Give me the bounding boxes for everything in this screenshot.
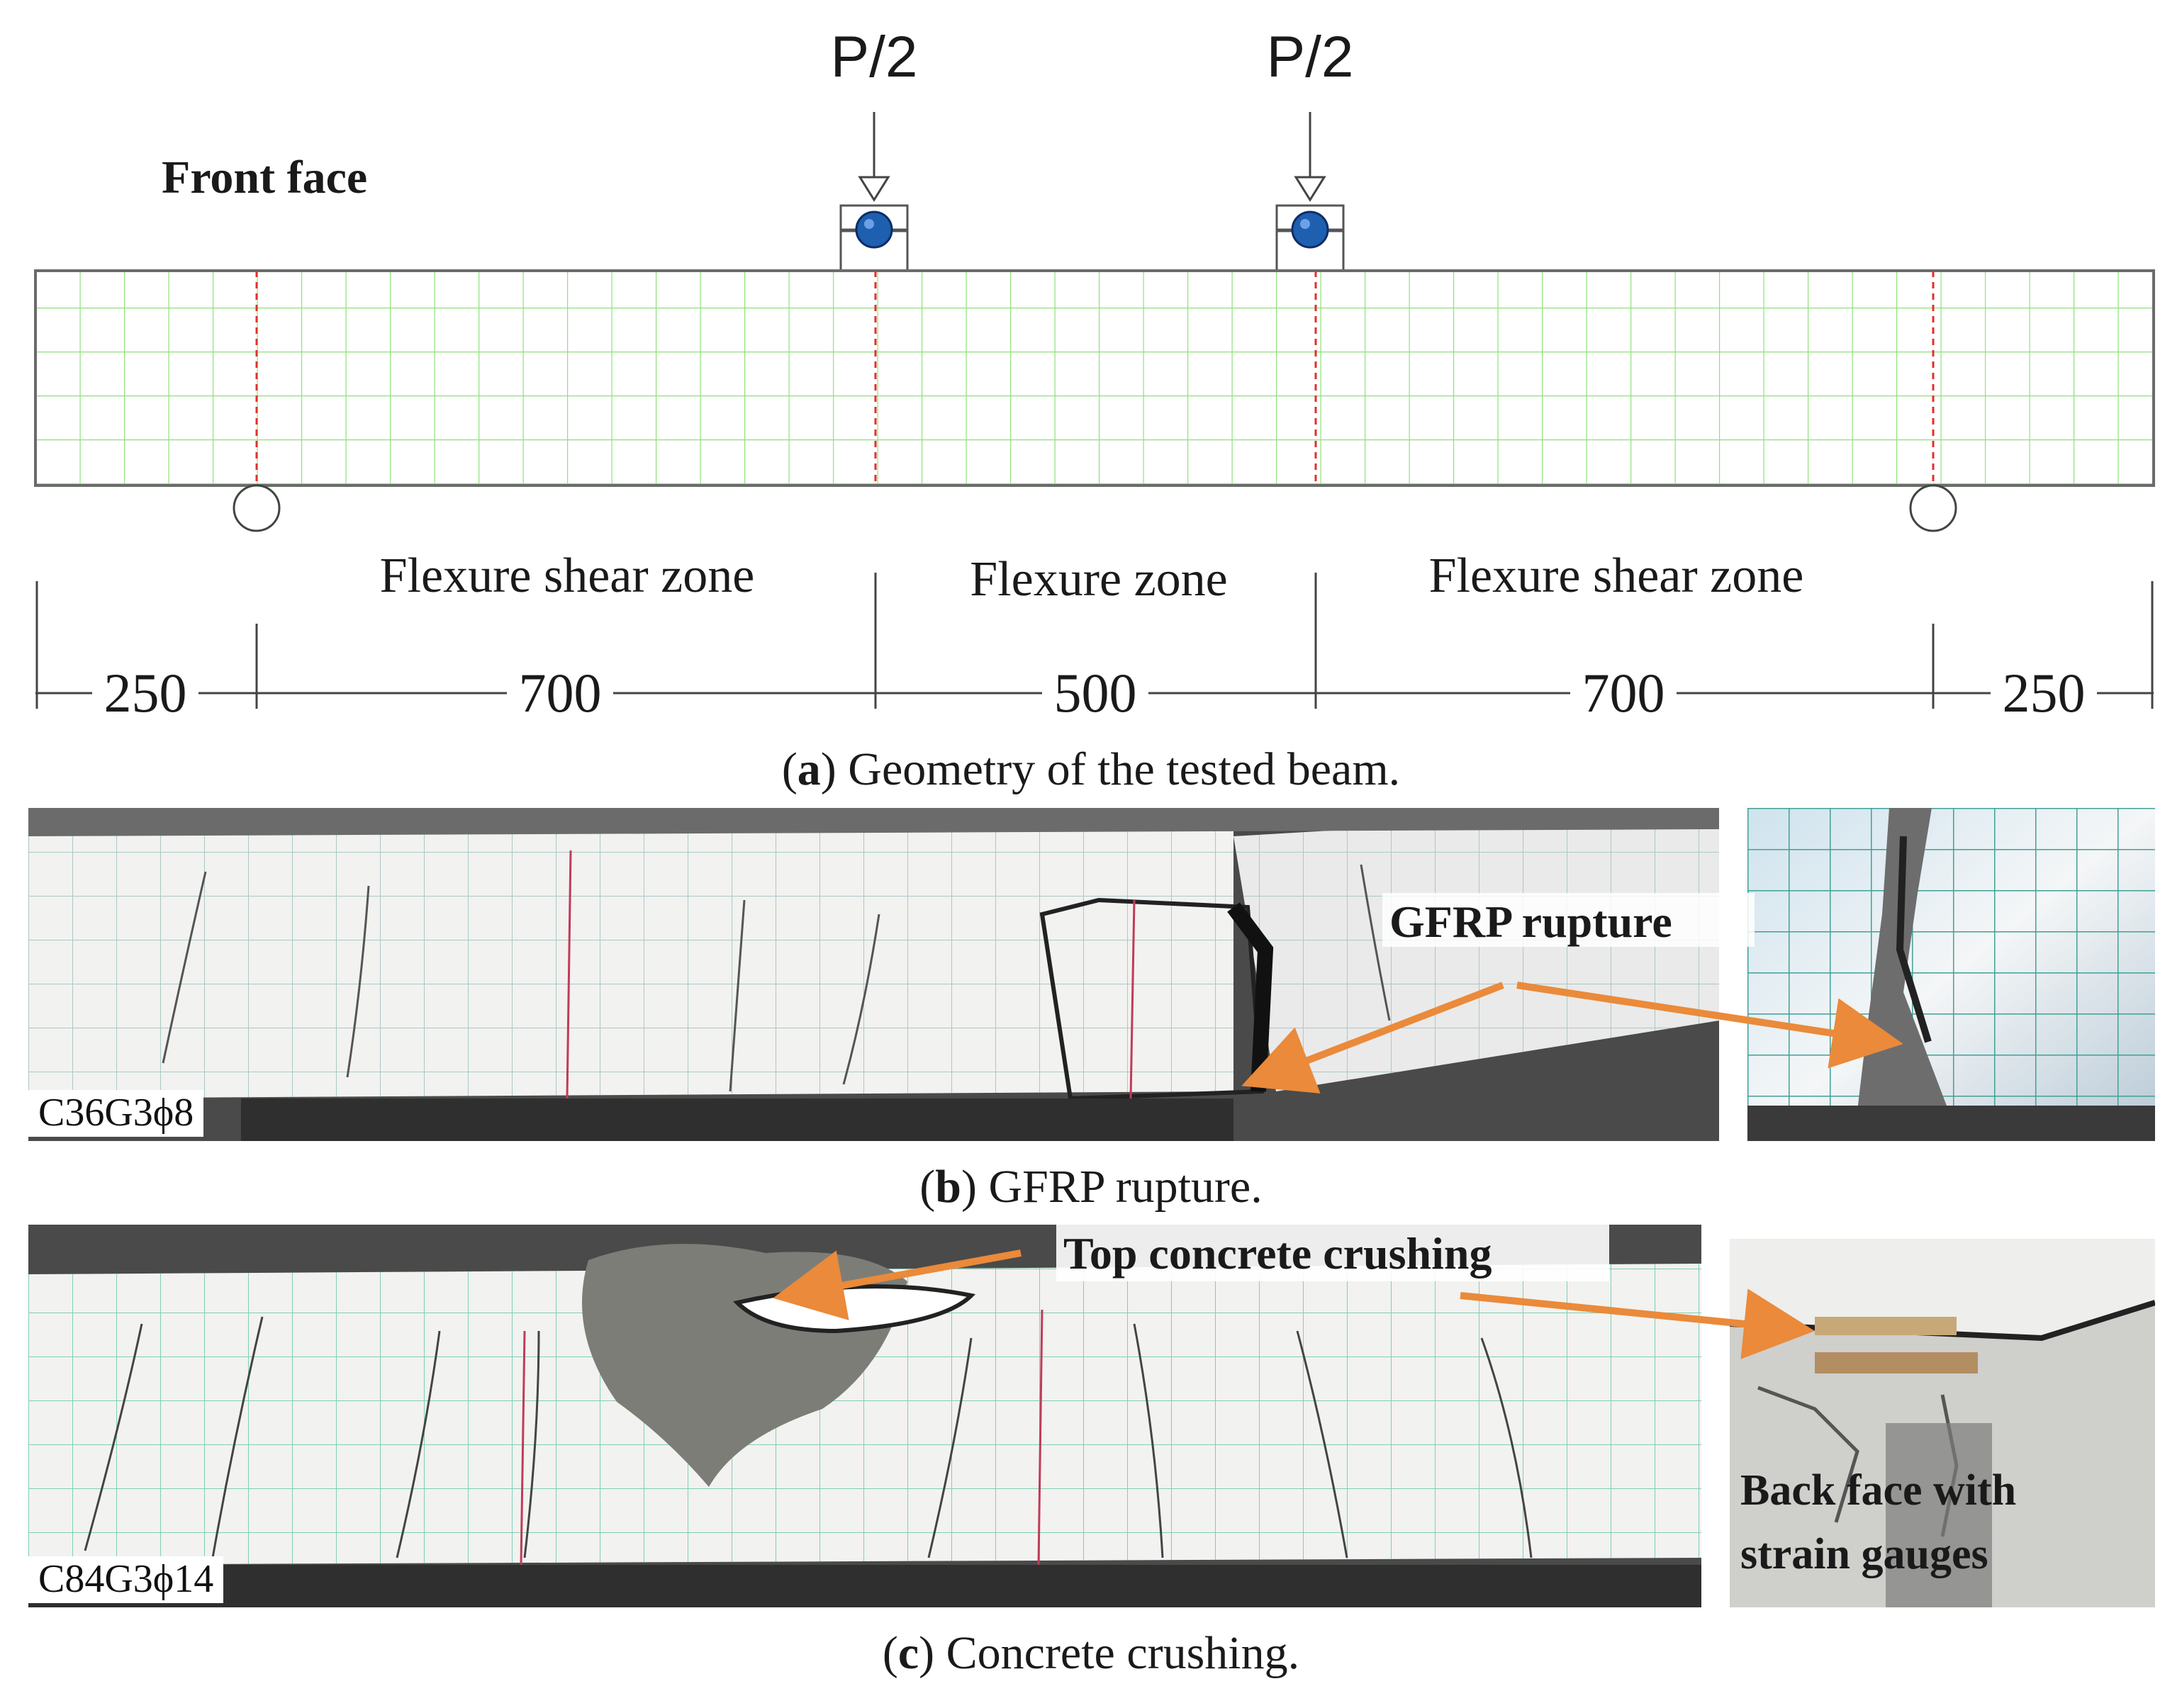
arrow-to-front-rupture (1241, 982, 1504, 1094)
dimension-500: 500 (1054, 662, 1137, 724)
dimension-250-left: 250 (104, 662, 187, 724)
caption-b-letter: b (935, 1161, 961, 1213)
top-concrete-crushing-label: Top concrete crushing (1063, 1228, 1492, 1279)
load-arrow-right (1294, 112, 1326, 202)
annotation-overlay-b: GFRP rupture (1241, 893, 1903, 1094)
dimension-values: 250 700 500 700 250 (92, 662, 2097, 724)
loading-roller-left (839, 204, 909, 272)
load-label-right: P/2 (1266, 25, 1353, 89)
zone-label-right: Flexure shear zone (1429, 549, 1804, 603)
load-label-left: P/2 (830, 25, 917, 89)
arrow-to-crushing-zone (773, 1249, 1022, 1320)
caption-a: (a) Geometry of the tested beam. (781, 743, 1401, 795)
arrow-to-detail-rupture (1516, 982, 1903, 1069)
annotation-overlay-c: Top concrete crushing Back face with str… (773, 1225, 2016, 1578)
front-face-label: Front face (162, 152, 367, 203)
dimension-700-left: 700 (519, 662, 602, 724)
zone-label-middle: Flexure zone (970, 552, 1227, 607)
dimension-700-right: 700 (1582, 662, 1665, 724)
caption-b: (b) GFRP rupture. (919, 1161, 1263, 1213)
back-face-label-line1: Back face with (1740, 1466, 2016, 1515)
caption-b-text: GFRP rupture. (976, 1161, 1263, 1213)
photo-gfrp-rupture-detail (1747, 808, 2155, 1141)
caption-c-letter: c (897, 1627, 919, 1679)
arrow-to-back-face (1460, 1288, 1815, 1359)
photo-back-face-detail (1730, 1239, 2155, 1607)
section-lines (255, 271, 1935, 485)
load-arrow-left (858, 112, 890, 202)
caption-c-text: Concrete crushing. (934, 1627, 1300, 1679)
beam-body (34, 269, 2155, 487)
loading-roller-right (1275, 204, 1345, 272)
gfrp-rupture-label: GFRP rupture (1389, 897, 1672, 947)
caption-c: (c) Concrete crushing. (882, 1627, 1300, 1679)
zone-label-left: Flexure shear zone (380, 549, 755, 603)
back-face-label-line2: strain gauges (1740, 1530, 1988, 1578)
specimen-label-c: C84G3ϕ14 (28, 1556, 224, 1603)
support-roller-right (1909, 484, 1957, 532)
dimension-250-right: 250 (2003, 662, 2086, 724)
photo-gfrp-rupture-front: C36G3ϕ8 (28, 808, 1719, 1141)
specimen-label-b: C36G3ϕ8 (28, 1090, 204, 1137)
caption-a-text: Geometry of the tested beam. (836, 743, 1401, 795)
support-roller-left (233, 484, 281, 532)
beam-geometry-diagram: Front face P/2 P/2 Flexure sh (34, 25, 2155, 724)
caption-a-letter: a (797, 743, 821, 795)
